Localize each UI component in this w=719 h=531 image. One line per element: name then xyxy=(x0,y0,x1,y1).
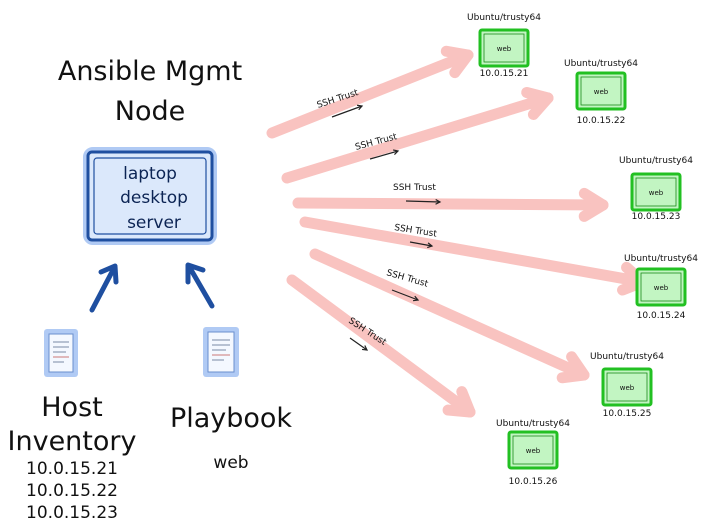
ssh-trust-label: SSH Trust xyxy=(393,183,436,193)
target-ip-label: 10.0.15.25 xyxy=(603,409,652,419)
target-server-inner xyxy=(606,372,648,402)
inventory-title-line2: Inventory xyxy=(8,426,137,457)
inventory-document-icon xyxy=(44,329,78,377)
ssh-arrow-head xyxy=(442,386,476,418)
target-os-label: Ubuntu/trusty64 xyxy=(619,156,693,166)
small-arrow xyxy=(331,105,363,118)
target-host: Ubuntu/trusty64 web 10.0.15.24 xyxy=(624,254,698,321)
target-role-label: web xyxy=(594,88,609,96)
ssh-arrow-head xyxy=(556,351,590,384)
target-server-inner xyxy=(483,33,525,63)
inventory-to-node-arrow xyxy=(89,263,119,313)
ssh-arrow-shaft xyxy=(286,274,476,418)
mgmt-node-line-desktop: desktop xyxy=(120,188,188,208)
ssh-arrow-shaft xyxy=(281,92,554,184)
target-os-label: Ubuntu/trusty64 xyxy=(590,352,664,362)
ssh-trust-arrow: SSH Trust xyxy=(286,274,476,418)
playbook-document-icon xyxy=(203,327,239,377)
target-role-label: web xyxy=(620,384,635,392)
small-arrow-head xyxy=(412,295,420,302)
target-host: Ubuntu/trusty64 web 10.0.15.26 xyxy=(496,419,570,487)
target-host: Ubuntu/trusty64 web 10.0.15.22 xyxy=(564,59,638,126)
ssh-trust-arrow: SSH Trust xyxy=(309,248,590,384)
playbook-to-node-arrow xyxy=(185,262,215,309)
ssh-trust-arrow: SSH Trust xyxy=(292,183,609,222)
target-host: Ubuntu/trusty64 web 10.0.15.25 xyxy=(590,352,664,419)
ssh-arrow-head xyxy=(521,87,554,120)
ssh-trust-arrow: SSH Trust xyxy=(266,45,474,139)
mgmt-title-line1: Ansible Mgmt xyxy=(58,56,242,87)
mgmt-title-line2: Node xyxy=(115,96,185,127)
target-server-box xyxy=(478,28,530,68)
small-arrow-head xyxy=(435,198,442,205)
mgmt-node-line-server: server xyxy=(127,213,181,233)
small-arrow xyxy=(391,289,419,301)
ssh-arrow-shaft xyxy=(266,49,474,139)
target-os-label: Ubuntu/trusty64 xyxy=(496,419,570,429)
small-arrow xyxy=(369,150,399,160)
target-ip-label: 10.0.15.24 xyxy=(637,311,686,321)
target-server-box xyxy=(507,430,559,470)
small-arrow xyxy=(409,241,433,247)
mgmt-node-box: laptop desktop server xyxy=(83,147,217,245)
target-os-label: Ubuntu/trusty64 xyxy=(564,59,638,69)
target-server-inner xyxy=(512,435,554,465)
target-ip-label: 10.0.15.26 xyxy=(509,477,558,487)
target-server-box xyxy=(635,267,687,307)
inventory-ip-1: 10.0.15.21 xyxy=(26,459,118,479)
small-arrow-head xyxy=(392,149,400,155)
ssh-trust-label: SSH Trust xyxy=(346,316,388,348)
mgmt-node-line-laptop: laptop xyxy=(123,164,177,184)
target-ip-label: 10.0.15.22 xyxy=(577,116,626,126)
inventory-title-line1: Host xyxy=(41,392,102,423)
target-server-inner xyxy=(640,272,682,302)
target-role-label: web xyxy=(654,284,669,292)
inventory-ip-2: 10.0.15.22 xyxy=(26,481,118,501)
target-server-inner xyxy=(635,177,677,207)
target-hosts-group: Ubuntu/trusty64web10.0.15.21Ubuntu/trust… xyxy=(467,13,698,487)
small-arrow-head xyxy=(356,104,364,111)
target-host: Ubuntu/trusty64 web 10.0.15.23 xyxy=(619,156,693,222)
small-arrow xyxy=(349,337,368,351)
ssh-arrow-head xyxy=(440,45,474,79)
target-os-label: Ubuntu/trusty64 xyxy=(467,13,541,23)
playbook-title: Playbook xyxy=(170,403,292,434)
ssh-arrow-head xyxy=(578,187,609,222)
small-arrow xyxy=(405,200,441,203)
playbook-subtitle: web xyxy=(213,453,248,473)
target-ip-label: 10.0.15.23 xyxy=(632,212,681,222)
ssh-arrow-shaft xyxy=(299,216,649,288)
target-server-box xyxy=(575,71,627,111)
target-role-label: web xyxy=(526,447,541,455)
target-server-inner xyxy=(580,76,622,106)
target-server-box xyxy=(601,367,653,407)
ssh-arrow-shaft xyxy=(309,248,590,381)
target-server-box xyxy=(630,172,682,212)
ssh-trust-arrow: SSH Trust xyxy=(299,216,649,296)
target-host: Ubuntu/trusty64 web 10.0.15.21 xyxy=(467,13,541,79)
small-arrow-head xyxy=(361,345,369,351)
target-os-label: Ubuntu/trusty64 xyxy=(624,254,698,264)
small-arrow-head xyxy=(427,242,434,249)
target-role-label: web xyxy=(649,189,664,197)
target-role-label: web xyxy=(497,45,512,53)
inventory-ip-3: 10.0.15.23 xyxy=(26,503,118,523)
ssh-arrow-shaft xyxy=(292,197,609,211)
target-ip-label: 10.0.15.21 xyxy=(480,69,529,79)
